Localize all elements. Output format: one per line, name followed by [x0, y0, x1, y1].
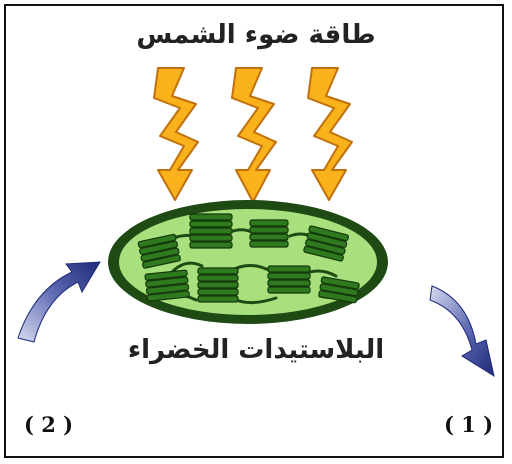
chloroplast-icon	[108, 200, 388, 324]
chloroplast-caption: البلاستيدات الخضراء	[127, 335, 385, 365]
lightning-bolt-icon	[231, 67, 277, 203]
curved-arrow-icon	[429, 285, 495, 378]
label-2: ( 2 )	[24, 412, 74, 437]
lightning-bolt-icon	[153, 67, 199, 201]
curved-arrow-icon	[17, 261, 101, 343]
label-1: ( 1 )	[444, 412, 494, 437]
lightning-bolt-icon	[307, 67, 353, 201]
diagram-title: طاقة ضوء الشمس	[136, 20, 376, 50]
